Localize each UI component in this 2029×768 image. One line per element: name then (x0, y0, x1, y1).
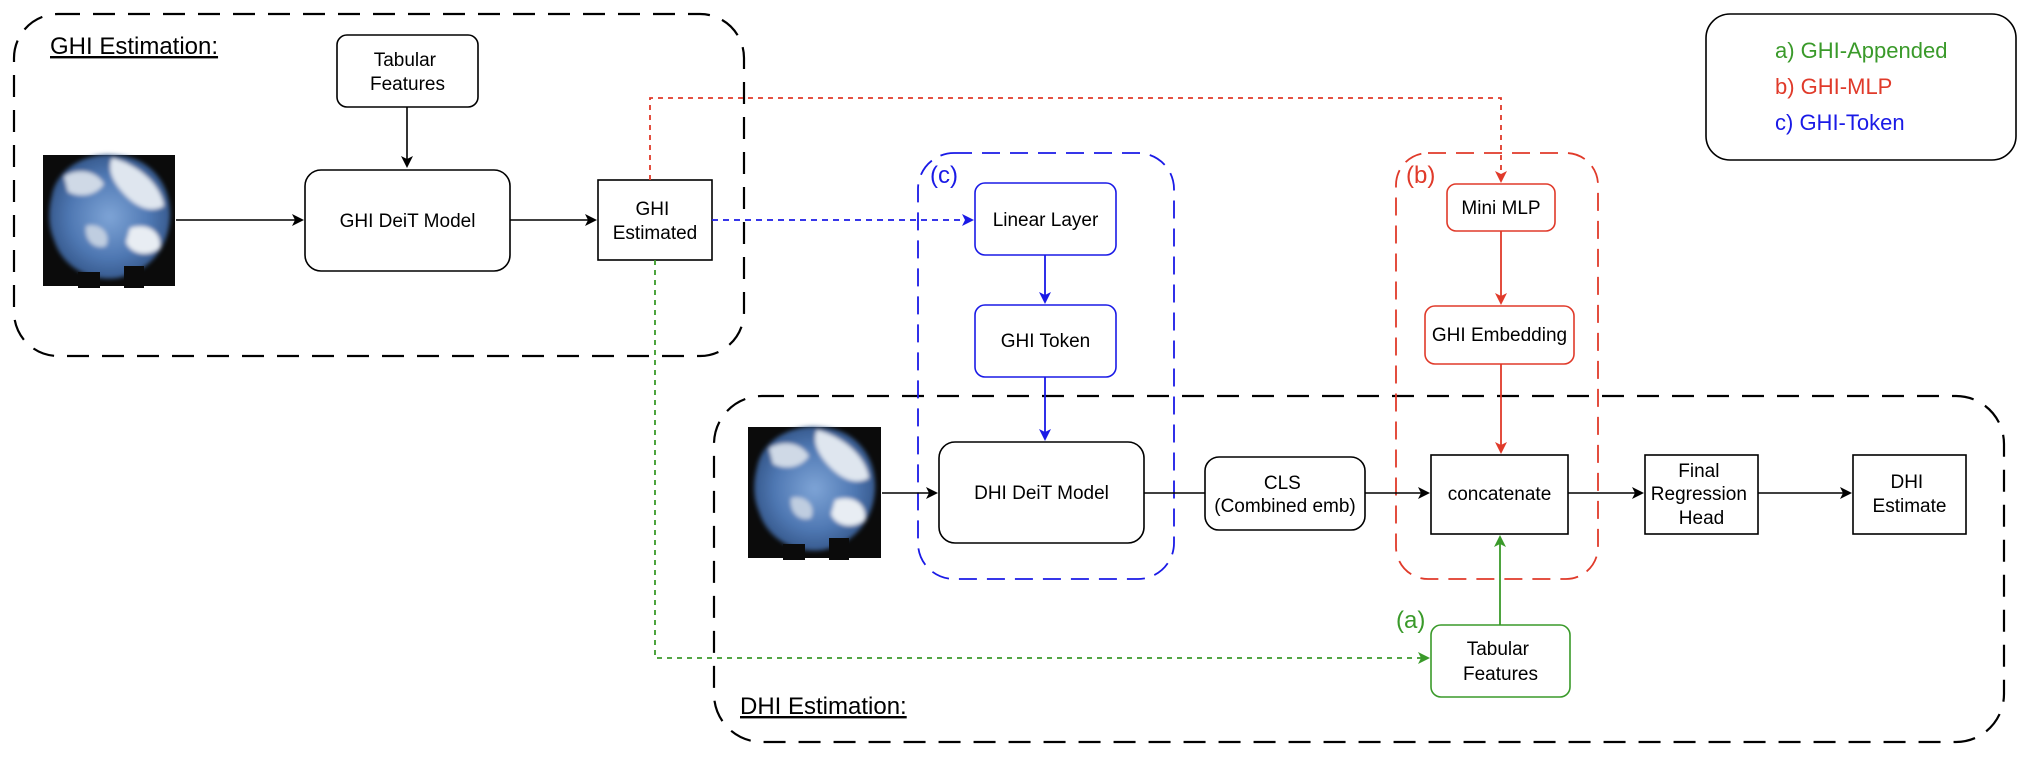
final-regression-head-label: Final Regression Head (1651, 461, 1752, 529)
ghi-embedding-box (1424, 305, 1575, 365)
variant-b-label: (b) (1406, 162, 1435, 189)
tabular-features-bottom-box (1430, 624, 1571, 698)
linear-layer-label: Linear Layer (993, 210, 1099, 231)
dhi-estimation-region (712, 394, 2006, 744)
ghi-estimation-region (12, 12, 746, 358)
ghi-embedding-label: GHI Embedding (1432, 325, 1567, 346)
concatenate-box (1430, 454, 1569, 535)
ghi-estimated-box (597, 179, 713, 261)
main-flow-arrows (176, 107, 1852, 499)
variant-a-label: (a) (1396, 607, 1425, 634)
tabular-features-bottom-label: Tabular Features (1463, 639, 1538, 685)
tabular-features-top-box (336, 34, 479, 108)
ghi-token-arrows (712, 214, 1051, 441)
arrow-estimated-to-mini-mlp (649, 97, 1507, 183)
variant-b-region (1395, 152, 1599, 580)
concatenate-label: concatenate (1448, 484, 1552, 505)
dhi-deit-model-label: DHI DeiT Model (974, 483, 1109, 504)
ghi-mlp-arrows (649, 97, 1507, 454)
cls-combined-emb-label: CLS (Combined emb) (1214, 473, 1356, 517)
ghi-estimation-title: GHI Estimation: (50, 33, 218, 60)
final-regression-head-box (1644, 454, 1759, 535)
dhi-estimate-box (1852, 454, 1967, 535)
dhi-estimation-title: DHI Estimation: (740, 693, 907, 720)
dhi-estimate-label: DHI Estimate (1873, 472, 1947, 517)
sky-image-icon (43, 154, 175, 288)
arrow-estimated-to-tabular-bottom (654, 260, 1430, 664)
variant-c-label: (c) (930, 162, 958, 189)
legend-item-ghi-appended: a) GHI-Appended (1775, 38, 1947, 63)
legend-item-ghi-token: c) GHI-Token (1775, 110, 1905, 135)
mini-mlp-label: Mini MLP (1461, 198, 1540, 219)
sky-image-icon (748, 426, 881, 560)
ghi-token-label: GHI Token (1001, 331, 1090, 352)
tabular-features-top-label: Tabular Features (370, 50, 445, 95)
legend-item-ghi-mlp: b) GHI-MLP (1775, 74, 1892, 99)
ghi-estimated-label: GHI Estimated (613, 199, 697, 244)
ghi-appended-arrows (654, 260, 1506, 664)
ghi-deit-model-label: GHI DeiT Model (340, 211, 476, 232)
variant-c-region (917, 152, 1175, 580)
legend-box (1705, 13, 2017, 161)
